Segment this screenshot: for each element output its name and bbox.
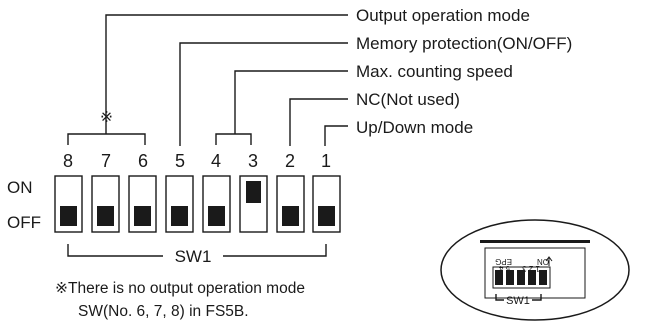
device-inset: EPG ON 1 2 3 5 4 SW1	[440, 219, 630, 321]
label-nc: NC(Not used)	[356, 90, 460, 109]
mini-sw1-bracket	[495, 294, 542, 301]
off-label: OFF	[7, 213, 41, 232]
switch-knob-2	[282, 206, 299, 226]
on-label: ON	[7, 178, 33, 197]
mini-numbers-label: 1 2 3	[522, 264, 540, 273]
switch-number-5: 5	[175, 151, 185, 171]
switch-knob-7	[97, 206, 114, 226]
up-arrow-icon	[545, 256, 553, 266]
switch-number-2: 2	[285, 151, 295, 171]
leader-memory-protection	[179, 42, 348, 146]
note-line-2: SW(No. 6, 7, 8) in FS5B.	[78, 303, 249, 320]
switch-body-6[interactable]	[128, 175, 157, 233]
sw1-label: SW1	[175, 247, 212, 266]
switch-knob-4	[208, 206, 225, 226]
switch-number-6: 6	[138, 151, 148, 171]
mini-switch-5	[495, 270, 503, 285]
mini-numbers-label-2: 5 4	[498, 264, 510, 273]
switch-knob-5	[171, 206, 188, 226]
mini-epg-label: EPG	[495, 257, 512, 266]
device-window	[484, 247, 586, 299]
switch-number-7: 7	[101, 151, 111, 171]
leader-updown	[324, 125, 348, 146]
note-line-1: ※There is no output operation mode	[55, 280, 305, 297]
leader-output-mode	[105, 14, 348, 134]
device-top-edge	[480, 240, 590, 243]
mini-on-label: ON	[537, 257, 549, 266]
label-memory-protection: Memory protection(ON/OFF)	[356, 34, 572, 53]
switch-number-8: 8	[63, 151, 73, 171]
mini-switch-4	[506, 270, 514, 285]
switch-number-1: 1	[321, 151, 331, 171]
sw1-bracket	[67, 244, 327, 257]
switch-number-3: 3	[248, 151, 258, 171]
mini-switch-2	[528, 270, 536, 285]
leader-counting-speed	[234, 70, 348, 134]
mini-switch-3	[517, 270, 525, 285]
switch-body-2[interactable]	[276, 175, 305, 233]
mini-switch-1	[539, 270, 547, 285]
bracket-switch-3-4	[215, 133, 252, 145]
asterisk-mark: ※	[100, 109, 113, 126]
switch-knob-3	[246, 181, 261, 203]
switch-knobs	[60, 181, 335, 226]
bracket-switch-6-8	[67, 133, 146, 145]
mini-sw1-label: SW1	[506, 295, 530, 307]
leader-nc	[289, 98, 348, 146]
label-counting-speed: Max. counting speed	[356, 62, 513, 81]
switch-knob-1	[318, 206, 335, 226]
switch-knob-8	[60, 206, 77, 226]
switch-knob-6	[134, 206, 151, 226]
switch-body-4[interactable]	[202, 175, 231, 233]
label-updown: Up/Down mode	[356, 118, 473, 137]
switch-number-4: 4	[211, 151, 221, 171]
label-output-mode: Output operation mode	[356, 6, 530, 25]
mini-switch-frame	[492, 266, 551, 289]
